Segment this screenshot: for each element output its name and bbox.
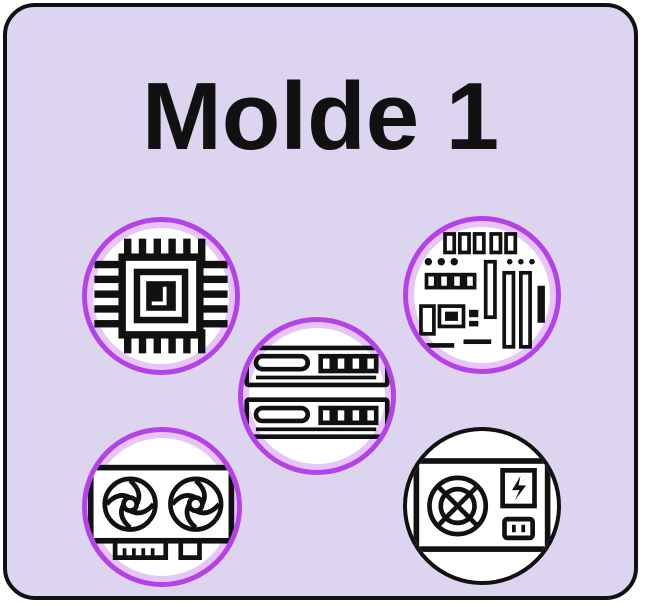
cpu-token[interactable] [82,217,240,375]
graphics-card-icon [87,464,235,560]
card-title: Molde 1 [141,63,500,170]
gpu-token[interactable] [82,427,242,587]
ram-memory-icon [244,345,390,440]
ram-token[interactable] [238,317,396,475]
motherboard-icon [419,232,545,349]
psu-token[interactable] [403,427,561,585]
motherboard-token[interactable] [403,216,561,374]
power-supply-icon [413,458,551,552]
cpu-chip-icon [94,238,228,354]
